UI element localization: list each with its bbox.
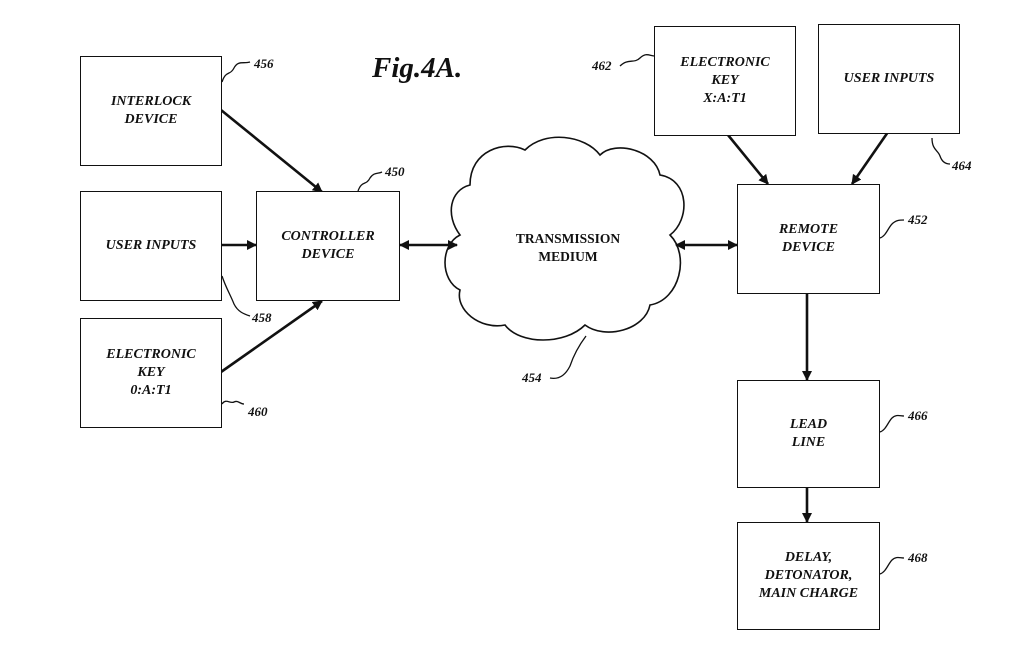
key-right-line-1: ELECTRONIC [680, 55, 770, 70]
charge-line-2: DETONATOR, [764, 568, 853, 583]
key-left-line-3: 0:A:T1 [130, 383, 172, 398]
controller-line-1: CONTROLLER [281, 229, 375, 244]
user-inputs-left-box: USER INPUTS [80, 191, 222, 301]
leader-468 [879, 556, 905, 575]
user-inputs-right-box: USER INPUTS [818, 24, 960, 134]
arrow-key-to-remote [726, 134, 770, 185]
key-left-line-1: ELECTRONIC [106, 347, 196, 362]
charge-line-1: DELAY, [784, 550, 833, 565]
ref-466: 466 [908, 408, 928, 423]
arrow-key-to-controller [220, 299, 323, 374]
ref-456: 456 [254, 56, 274, 71]
leader-460 [221, 400, 245, 405]
key-left-line-2: KEY [137, 365, 165, 380]
electronic-key-left-box: ELECTRONIC KEY 0:A:T1 [80, 318, 222, 428]
lead-line-2: LINE [791, 435, 826, 450]
remote-line-2: DEVICE [782, 240, 835, 255]
transmission-medium-label: TRANSMISSION MEDIUM [480, 230, 656, 266]
lead-line-1: LEAD [789, 417, 828, 432]
key-right-line-3: X:A:T1 [703, 91, 747, 106]
controller-line-2: DEVICE [301, 247, 355, 262]
user-inputs-right-label: USER INPUTS [843, 71, 935, 86]
electronic-key-right-box: ELECTRONIC KEY X:A:T1 [654, 26, 796, 136]
charge-line-3: MAIN CHARGE [758, 586, 859, 601]
key-right-line-2: KEY [711, 73, 739, 88]
figure-title: Fig.4A. [372, 52, 463, 84]
arrow-interlock-to-controller [220, 108, 323, 194]
transmission-line-2: MEDIUM [538, 249, 598, 264]
ref-458: 458 [252, 310, 272, 325]
interlock-line-1: INTERLOCK [110, 94, 192, 109]
leader-452 [879, 219, 905, 239]
ref-462: 462 [592, 58, 612, 73]
remote-device-box: REMOTE DEVICE [737, 184, 880, 294]
leader-454 [549, 335, 587, 380]
remote-line-1: REMOTE [778, 222, 839, 237]
controller-device-box: CONTROLLER DEVICE [256, 191, 400, 301]
arrow-userinputs-to-remote [850, 131, 890, 185]
ref-468: 468 [908, 550, 928, 565]
leader-456 [221, 61, 251, 83]
interlock-device-box: INTERLOCK DEVICE [80, 56, 222, 166]
leader-462 [619, 54, 656, 67]
ref-464: 464 [952, 158, 972, 173]
transmission-cloud [444, 136, 685, 341]
interlock-line-2: DEVICE [124, 112, 178, 127]
leader-458 [221, 275, 251, 317]
ref-450: 450 [385, 164, 405, 179]
delay-detonator-charge-box: DELAY, DETONATOR, MAIN CHARGE [737, 522, 880, 630]
leader-464 [931, 137, 951, 165]
leader-450 [357, 171, 383, 192]
ref-460: 460 [248, 404, 268, 419]
ref-454: 454 [522, 370, 542, 385]
transmission-line-1: TRANSMISSION [515, 231, 621, 246]
ref-452: 452 [908, 212, 928, 227]
lead-line-box: LEAD LINE [737, 380, 880, 488]
user-inputs-left-label: USER INPUTS [105, 238, 197, 253]
leader-466 [879, 414, 905, 433]
